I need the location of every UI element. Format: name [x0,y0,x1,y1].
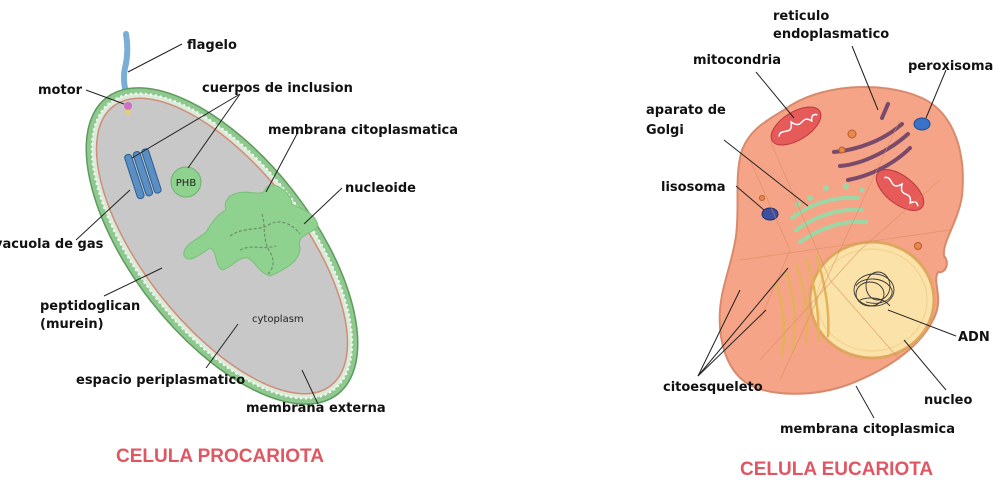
label-flagelo: flagelo [187,38,237,53]
phb-label: PHB [176,178,197,189]
label-nucleoide: nucleoide [345,181,416,196]
label-espacio-periplasmatico: espacio periplasmatico [76,373,245,388]
label-cuerpos-de-inclusion: cuerpos de inclusion [202,81,353,96]
cytoplasm-label: cytoplasm [252,314,304,325]
prokaryote-title: CELULA PROCARIOTA [116,446,324,467]
label-aparato-de: aparato de [646,103,726,118]
peroxisome [914,118,930,130]
label-motor: motor [38,83,83,98]
flagellar-motor-base [126,110,131,115]
label-lisosoma: lisosoma [661,180,726,195]
label-vacuola-de-gas: vacuola de gas [0,237,104,252]
label-peptidoglican: peptidoglican [40,299,140,314]
prokaryote-cell: PHB cytoplasm flagelo motor cuerpos de i… [0,34,458,467]
label-nucleo: nucleo [924,393,972,408]
label-endoplasmatico: endoplasmatico [773,27,889,42]
label-reticulo: reticulo [773,9,829,24]
label-citoesqueleto: citoesqueleto [663,380,763,395]
label-peroxisoma: peroxisoma [908,59,993,74]
label-adn: ADN [958,330,990,345]
label-membrana-citoplasmatica: membrana citoplasmatica [268,123,458,138]
label-membrana-externa: membrana externa [246,401,386,416]
eukaryote-cell: reticulo endoplasmatico mitocondria pero… [646,9,993,480]
eukaryote-title: CELULA EUCARIOTA [740,459,933,480]
label-golgi: Golgi [646,123,684,138]
flagellar-motor [124,102,132,110]
label-mitocondria: mitocondria [693,53,781,68]
label-membrana-citoplasmica: membrana citoplasmica [780,422,955,437]
label-murein: (murein) [40,317,104,332]
